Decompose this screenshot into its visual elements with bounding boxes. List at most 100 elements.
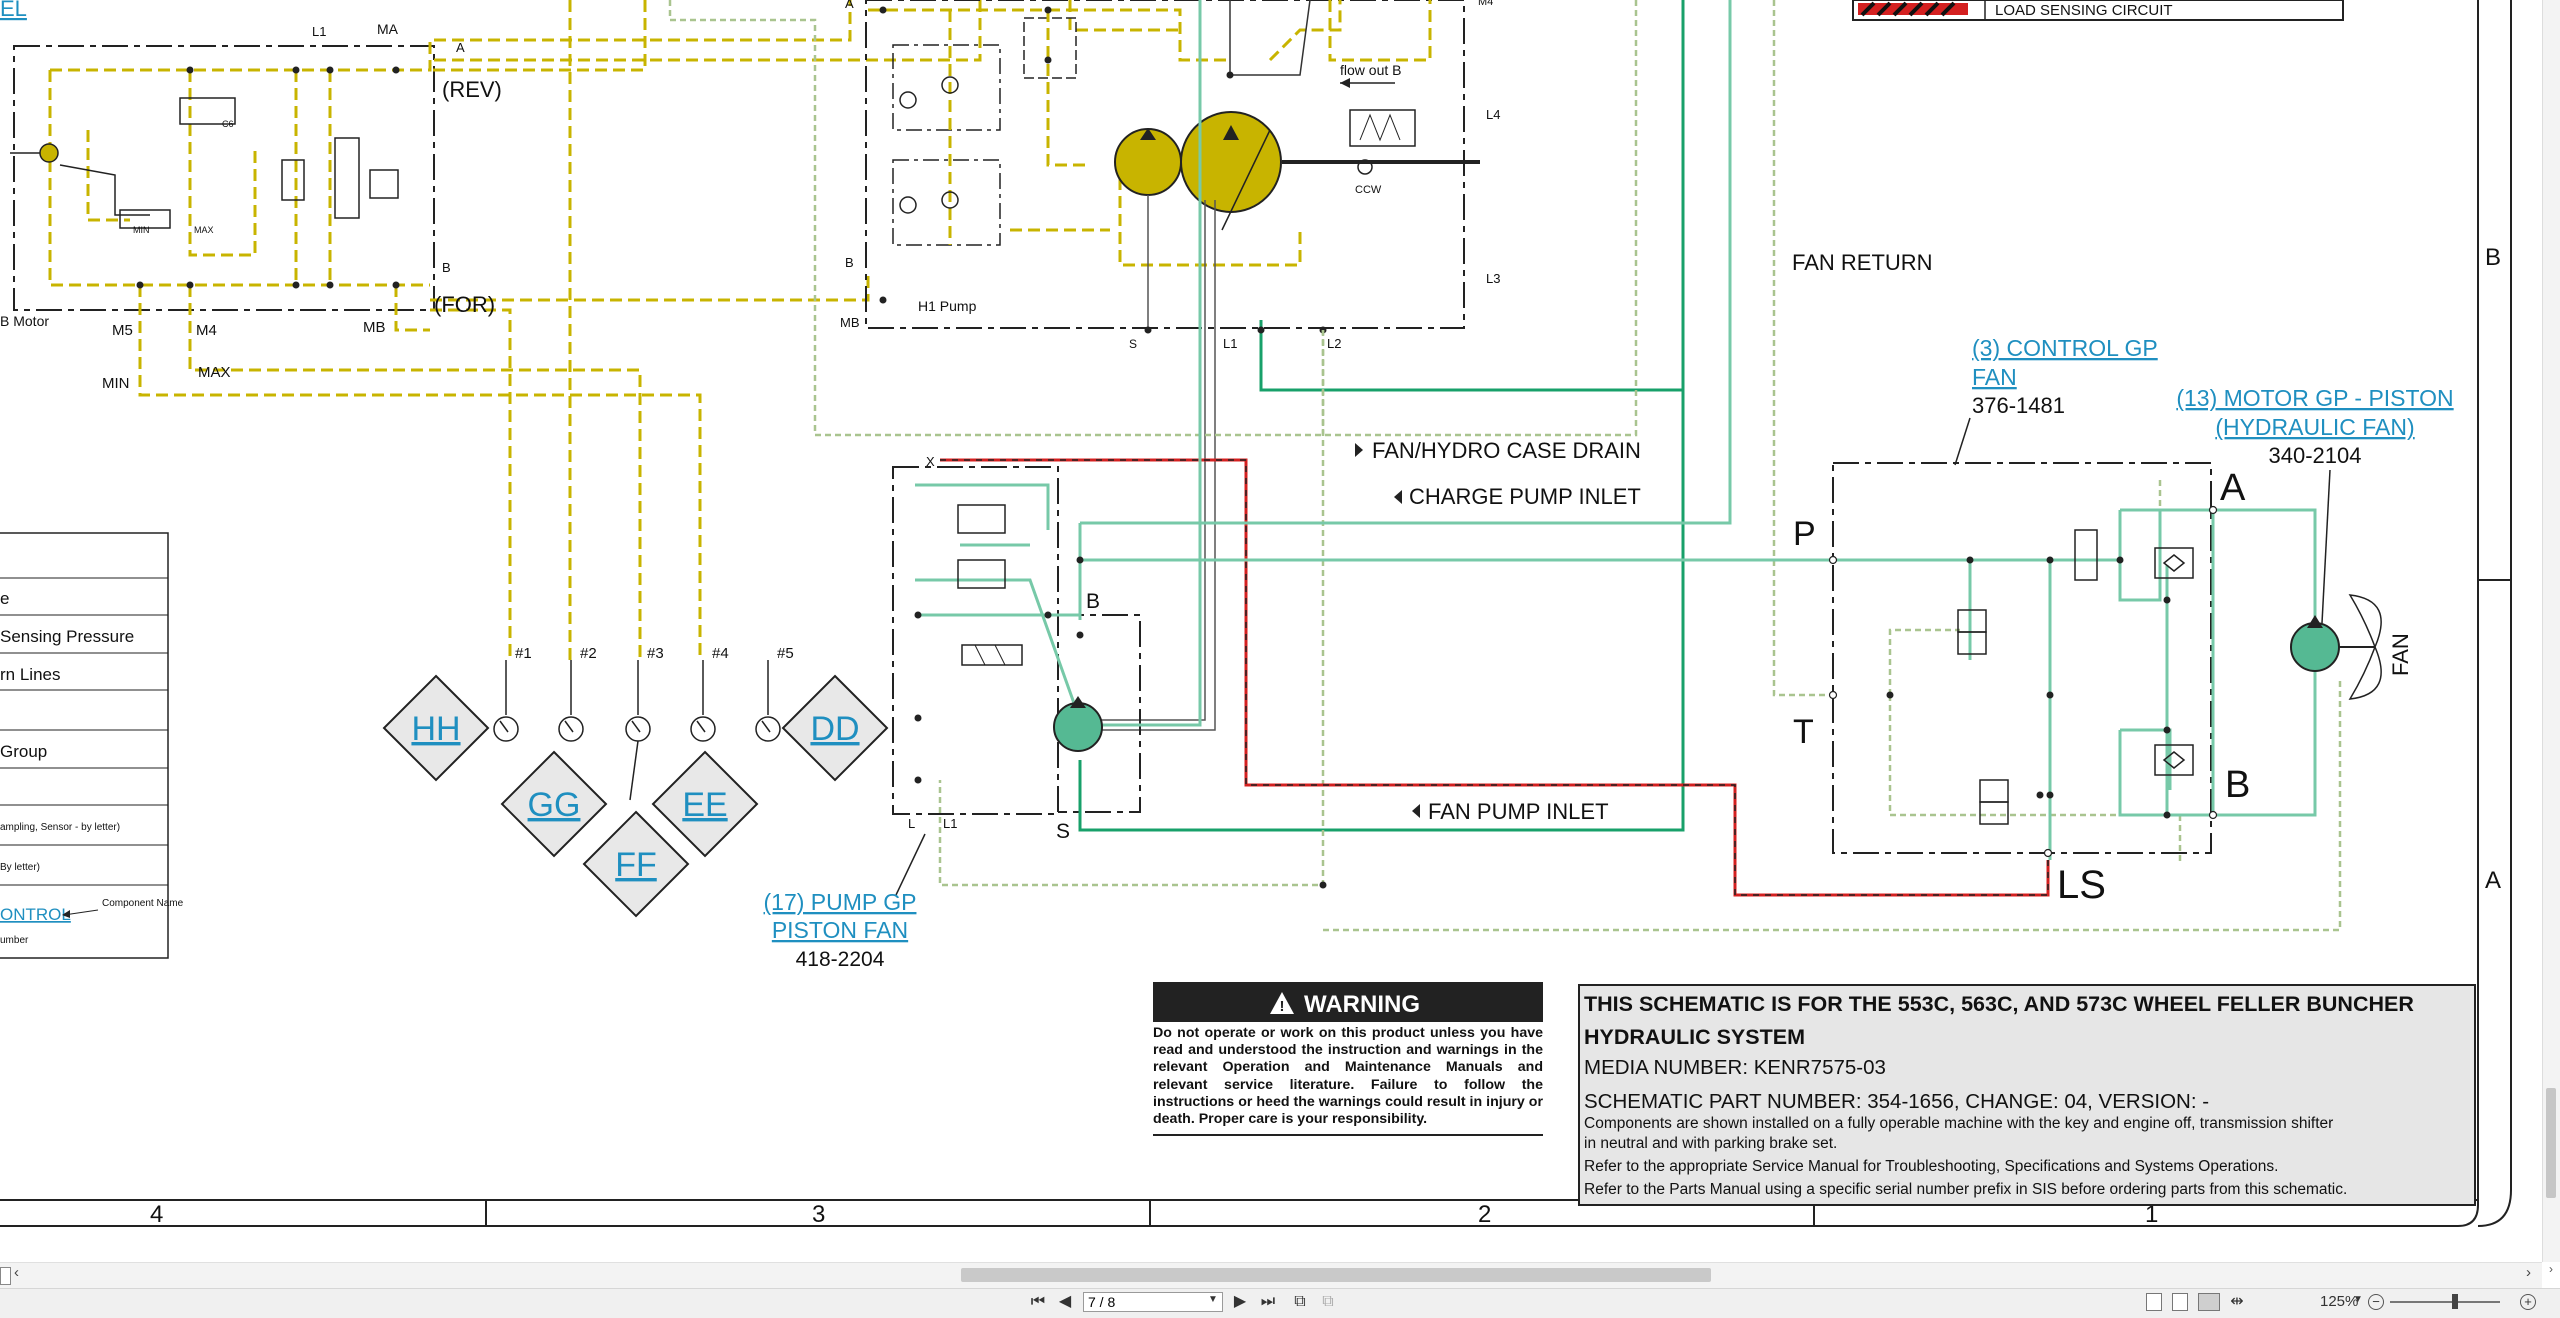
motor-gp-link-line2[interactable]: (HYDRAULIC FAN) xyxy=(2215,414,2414,440)
h1-l2-label: L2 xyxy=(1327,336,1341,351)
zoom-dropdown-icon[interactable]: ▼ xyxy=(2353,1294,2363,1305)
legend-umber: umber xyxy=(0,935,29,946)
vertical-scroll-thumb[interactable] xyxy=(2546,1088,2556,1198)
legend-row-8: By letter) xyxy=(0,862,40,873)
test-port-5: #5 xyxy=(777,645,794,662)
test-ports: #1 #2 #3 #4 #5 HH GG FF EE DD xyxy=(382,645,889,918)
legend-table: e Sensing Pressure rn Lines Group amplin… xyxy=(0,532,184,959)
charge-inlet-label: CHARGE PUMP INLET xyxy=(1409,484,1641,509)
h1-l1-label: L1 xyxy=(1223,336,1237,351)
bottom-toolbar xyxy=(0,1288,2560,1318)
test-port-1: #1 xyxy=(515,645,532,662)
schematic-page: LOAD SENSING CIRCUIT 4 3 2 1 B A EL xyxy=(0,0,2512,1228)
vertical-scrollbar[interactable] xyxy=(2542,0,2560,1262)
legend-row-2: Sensing Pressure xyxy=(0,627,134,646)
fan-label: FAN xyxy=(2388,633,2413,676)
motor-max-small-label: MAX xyxy=(194,225,214,235)
control-p-label: P xyxy=(1793,515,1816,553)
zoom-out-icon[interactable]: − xyxy=(2368,1294,2384,1310)
control-b-label: B xyxy=(2225,764,2250,806)
previous-view-icon[interactable]: ⧉ xyxy=(1294,1293,1306,1310)
h1-a-label: A xyxy=(845,0,854,11)
hydraulic-schematic: LOAD SENSING CIRCUIT 4 3 2 1 B A EL xyxy=(0,0,2512,1228)
horizontal-scroll-box xyxy=(0,1267,11,1285)
control-a-label: A xyxy=(2220,467,2246,509)
h1-pump-group: flow out B CCW H1 Pump S L1 L2 B MB A L4… xyxy=(840,0,1685,832)
pump-s-label: S xyxy=(1056,820,1070,843)
info-note-1: Components are shown installed on a full… xyxy=(1584,1115,2334,1132)
grid-col-1: 1 xyxy=(2145,1201,2158,1228)
h1-l3-label: L3 xyxy=(1486,271,1500,286)
legend-load-sensing: LOAD SENSING CIRCUIT xyxy=(1852,0,2344,21)
port-tag-ee[interactable]: EE xyxy=(682,786,727,824)
first-page-icon[interactable]: ⏮ xyxy=(1030,1293,1046,1310)
motor-gp-fan: FAN (13) MOTOR GP - PISTON (HYDRAULIC FA… xyxy=(2176,385,2454,700)
fit-width-icon[interactable]: ⇹ xyxy=(2230,1293,2244,1310)
motor-c6-label: C6 xyxy=(222,119,234,129)
pump-l1-label: L1 xyxy=(943,816,957,831)
last-page-icon[interactable]: ⏭ xyxy=(1260,1293,1276,1310)
legend-control-link[interactable]: ONTROL xyxy=(0,905,71,924)
scroll-left-arrow-icon[interactable]: ‹ xyxy=(14,1264,19,1281)
zoom-slider[interactable] xyxy=(2390,1301,2500,1303)
schematic-info-box xyxy=(1578,984,2476,1206)
zoom-slider-handle[interactable] xyxy=(2452,1294,2458,1309)
motor-mb-label: MB xyxy=(363,319,386,336)
page-number-input[interactable]: 7 / 8 xyxy=(1083,1292,1223,1312)
control-gp-fan: P T A B LS (3) CONTROL GP FAN 376-1481 xyxy=(1793,335,2317,907)
scroll-right-arrow-icon[interactable]: › xyxy=(2549,1262,2553,1276)
warning-icon: ! xyxy=(1280,998,1285,1015)
top-left-link[interactable]: EL xyxy=(0,0,27,21)
grid-col-2: 2 xyxy=(1478,1201,1491,1228)
horizontal-scroll-thumb[interactable] xyxy=(961,1268,1711,1282)
info-note-2: in neutral and with parking brake set. xyxy=(1584,1135,1838,1152)
zoom-level[interactable]: 125% xyxy=(2320,1293,2359,1310)
motor-m5-label: M5 xyxy=(112,322,133,339)
motor-for-label: (FOR) xyxy=(434,292,495,317)
page-dropdown-icon[interactable]: ▼ xyxy=(1208,1294,1218,1305)
pump-b-label: B xyxy=(1086,590,1100,613)
control-t-label: T xyxy=(1793,713,1814,751)
pump-gp-link-line2[interactable]: PISTON FAN xyxy=(772,917,908,943)
info-note-3: Refer to the appropriate Service Manual … xyxy=(1584,1158,2279,1175)
port-tag-hh[interactable]: HH xyxy=(411,710,460,748)
fan-return-label: FAN RETURN xyxy=(1792,250,1933,275)
case-drain-label: FAN/HYDRO CASE DRAIN xyxy=(1372,438,1641,463)
pump-l-label: L xyxy=(908,816,915,831)
legend-component-name: Component Name xyxy=(102,898,184,909)
motor-rev-label: (REV) xyxy=(442,77,502,102)
pump-gp-part: 418-2204 xyxy=(796,948,885,971)
port-tag-gg[interactable]: GG xyxy=(528,786,581,824)
port-tag-ff[interactable]: FF xyxy=(615,846,657,884)
warning-title: WARNING xyxy=(1304,991,1420,1018)
test-port-2: #2 xyxy=(580,645,597,662)
motor-min-label: MIN xyxy=(102,375,130,392)
motor-m4-label: M4 xyxy=(196,322,217,339)
control-gp-part: 376-1481 xyxy=(1972,393,2065,418)
continuous-view-icon[interactable] xyxy=(2172,1293,2188,1311)
motor-min-small-label: MIN xyxy=(133,225,150,235)
travel-motor-group: L1 MA A (REV) B (FOR) B Motor M5 M4 MB M… xyxy=(0,0,1180,660)
h1-flow-out-label: flow out B xyxy=(1340,62,1401,78)
previous-page-icon[interactable]: ◀ xyxy=(1058,1293,1072,1310)
next-view-icon[interactable]: ⧉ xyxy=(1322,1293,1334,1310)
legend-row-3: rn Lines xyxy=(0,665,60,684)
control-gp-link-line1[interactable]: (3) CONTROL GP xyxy=(1972,335,2158,361)
h1-ccw-label: CCW xyxy=(1355,184,1382,196)
scroll-right-arrow-icon[interactable]: › xyxy=(2526,1264,2531,1281)
port-tag-dd[interactable]: DD xyxy=(810,710,859,748)
grid-row-b: B xyxy=(2485,244,2501,271)
motor-a-label: A xyxy=(456,40,465,55)
control-gp-link-line2[interactable]: FAN xyxy=(1972,364,2017,390)
single-page-view-icon[interactable] xyxy=(2146,1293,2162,1311)
h1-mb-label: MB xyxy=(840,315,860,330)
warning-block: ! WARNING xyxy=(1153,982,1543,1136)
zoom-in-icon[interactable]: + xyxy=(2520,1294,2536,1310)
next-page-icon[interactable]: ▶ xyxy=(1233,1293,1247,1310)
legend-row-5: Group xyxy=(0,742,47,761)
test-port-3: #3 xyxy=(647,645,664,662)
motor-gp-link-line1[interactable]: (13) MOTOR GP - PISTON xyxy=(2176,385,2453,411)
pump-gp-link-line1[interactable]: (17) PUMP GP xyxy=(764,889,917,915)
legend-row-7: ampling, Sensor - by letter) xyxy=(0,822,120,833)
facing-view-icon[interactable] xyxy=(2198,1293,2220,1311)
